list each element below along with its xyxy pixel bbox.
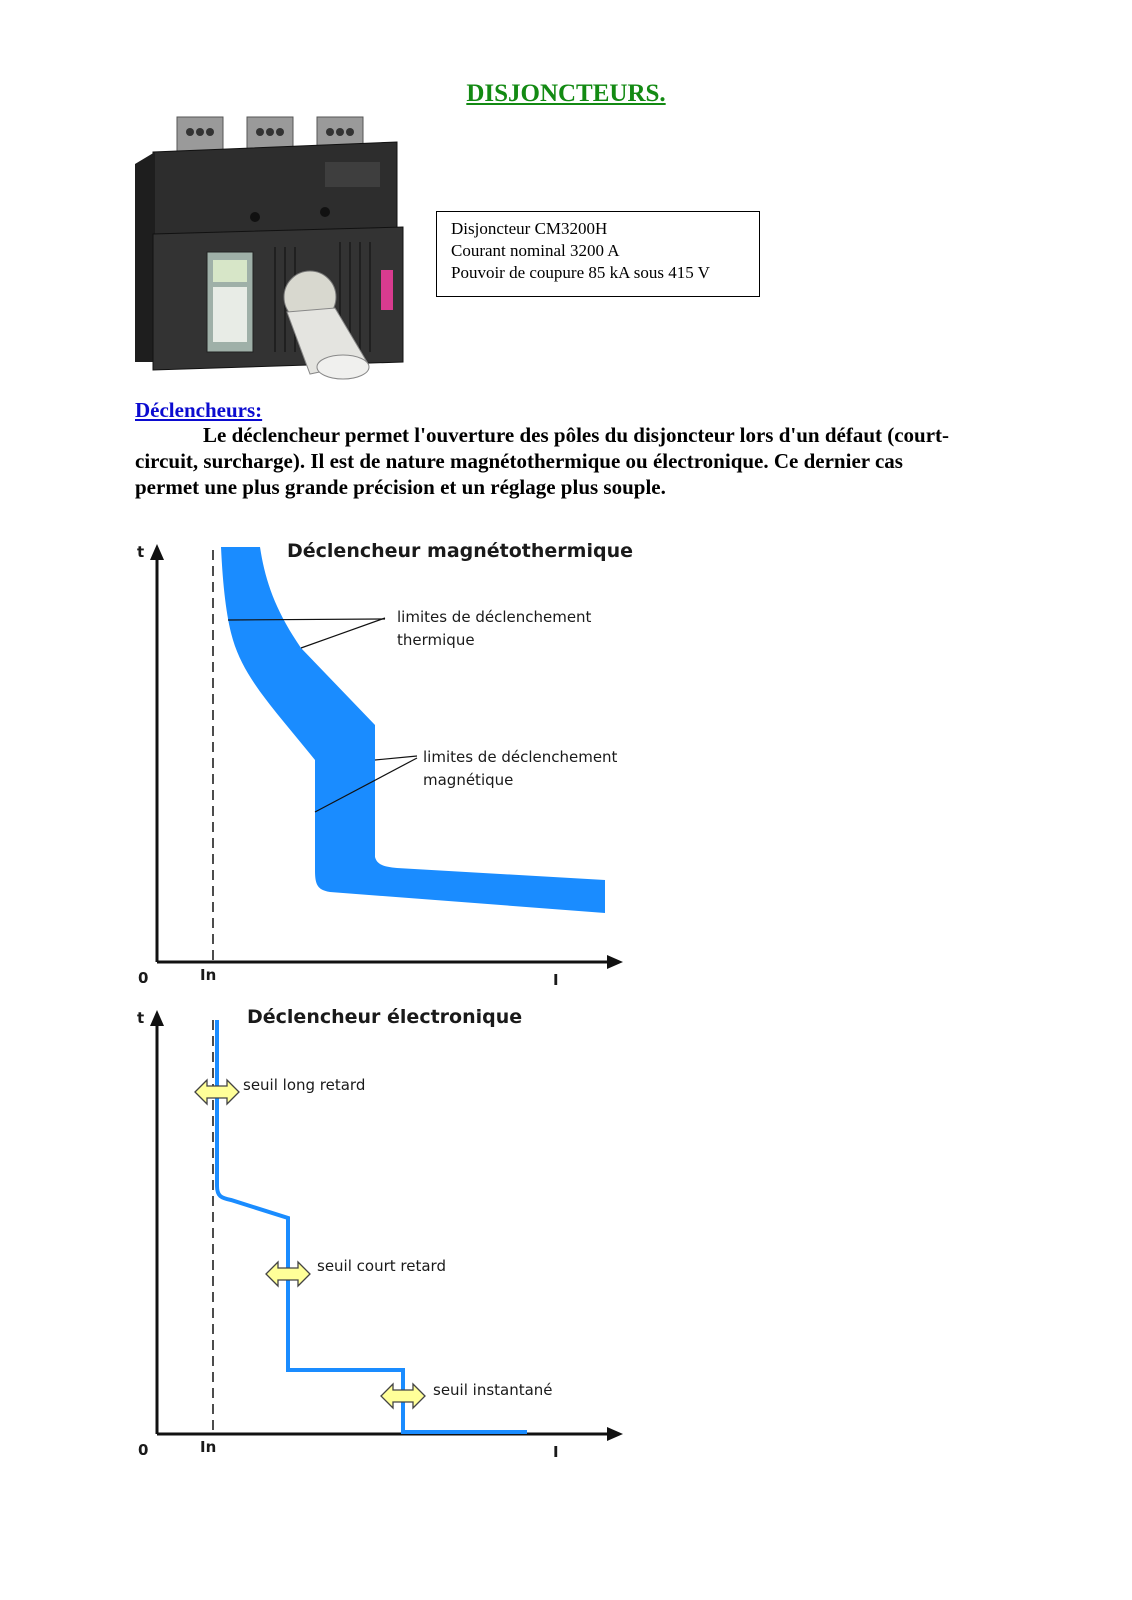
spec-line-current: Courant nominal 3200 A xyxy=(451,241,620,260)
thermal-limit-label-line1: limites de déclenchement xyxy=(397,608,592,626)
x-axis-label: I xyxy=(553,971,559,985)
magnetic-limit-label-line1: limites de déclenchement xyxy=(423,748,618,766)
instantaneous-arrow-icon xyxy=(380,1382,426,1410)
thermal-trip-diagram: t 0 In I Déclencheur magnétothermique li… xyxy=(137,540,633,985)
origin-label: 0 xyxy=(138,969,148,985)
instantaneous-label: seuil instantané xyxy=(433,1381,553,1399)
y-axis-arrow-icon xyxy=(150,544,164,560)
long-delay-label: seuil long retard xyxy=(243,1076,365,1094)
short-delay-arrow-icon xyxy=(265,1260,311,1288)
y-axis-label: t xyxy=(137,1009,144,1027)
spec-line-breaking: Pouvoir de coupure 85 kA sous 415 V xyxy=(451,263,710,282)
section-paragraph: Le déclencheur permet l'ouverture des pô… xyxy=(135,423,950,499)
x-axis-arrow-icon xyxy=(607,955,623,969)
page-title: DISJONCTEURS. xyxy=(466,80,666,107)
spec-line-model: Disjoncteur CM3200H xyxy=(451,219,608,238)
origin-label: 0 xyxy=(138,1441,148,1459)
in-label: In xyxy=(200,966,216,984)
short-delay-label: seuil court retard xyxy=(317,1257,446,1275)
x-axis-arrow-icon xyxy=(607,1427,623,1441)
y-axis-arrow-icon xyxy=(150,1010,164,1026)
long-delay-arrow-icon xyxy=(194,1078,240,1106)
electronic-trip-curve xyxy=(215,1020,527,1434)
electronic-diagram-title: Déclencheur électronique xyxy=(247,1006,522,1028)
circuit-breaker-photo xyxy=(135,116,404,380)
magnetic-limit-label-line2: magnétique xyxy=(423,771,513,789)
spec-box: Disjoncteur CM3200H Courant nominal 3200… xyxy=(436,211,760,297)
thermal-trip-band xyxy=(221,547,605,913)
x-axis-label: I xyxy=(553,1443,559,1461)
electronic-trip-diagram: t 0 In I Déclencheur électronique seuil … xyxy=(137,1006,623,1461)
in-label: In xyxy=(200,1438,216,1456)
y-axis-label: t xyxy=(137,543,144,561)
thermal-limit-label-line2: thermique xyxy=(397,631,475,649)
thermal-diagram-title: Déclencheur magnétothermique xyxy=(287,540,633,562)
section-heading: Déclencheurs: xyxy=(135,398,263,422)
